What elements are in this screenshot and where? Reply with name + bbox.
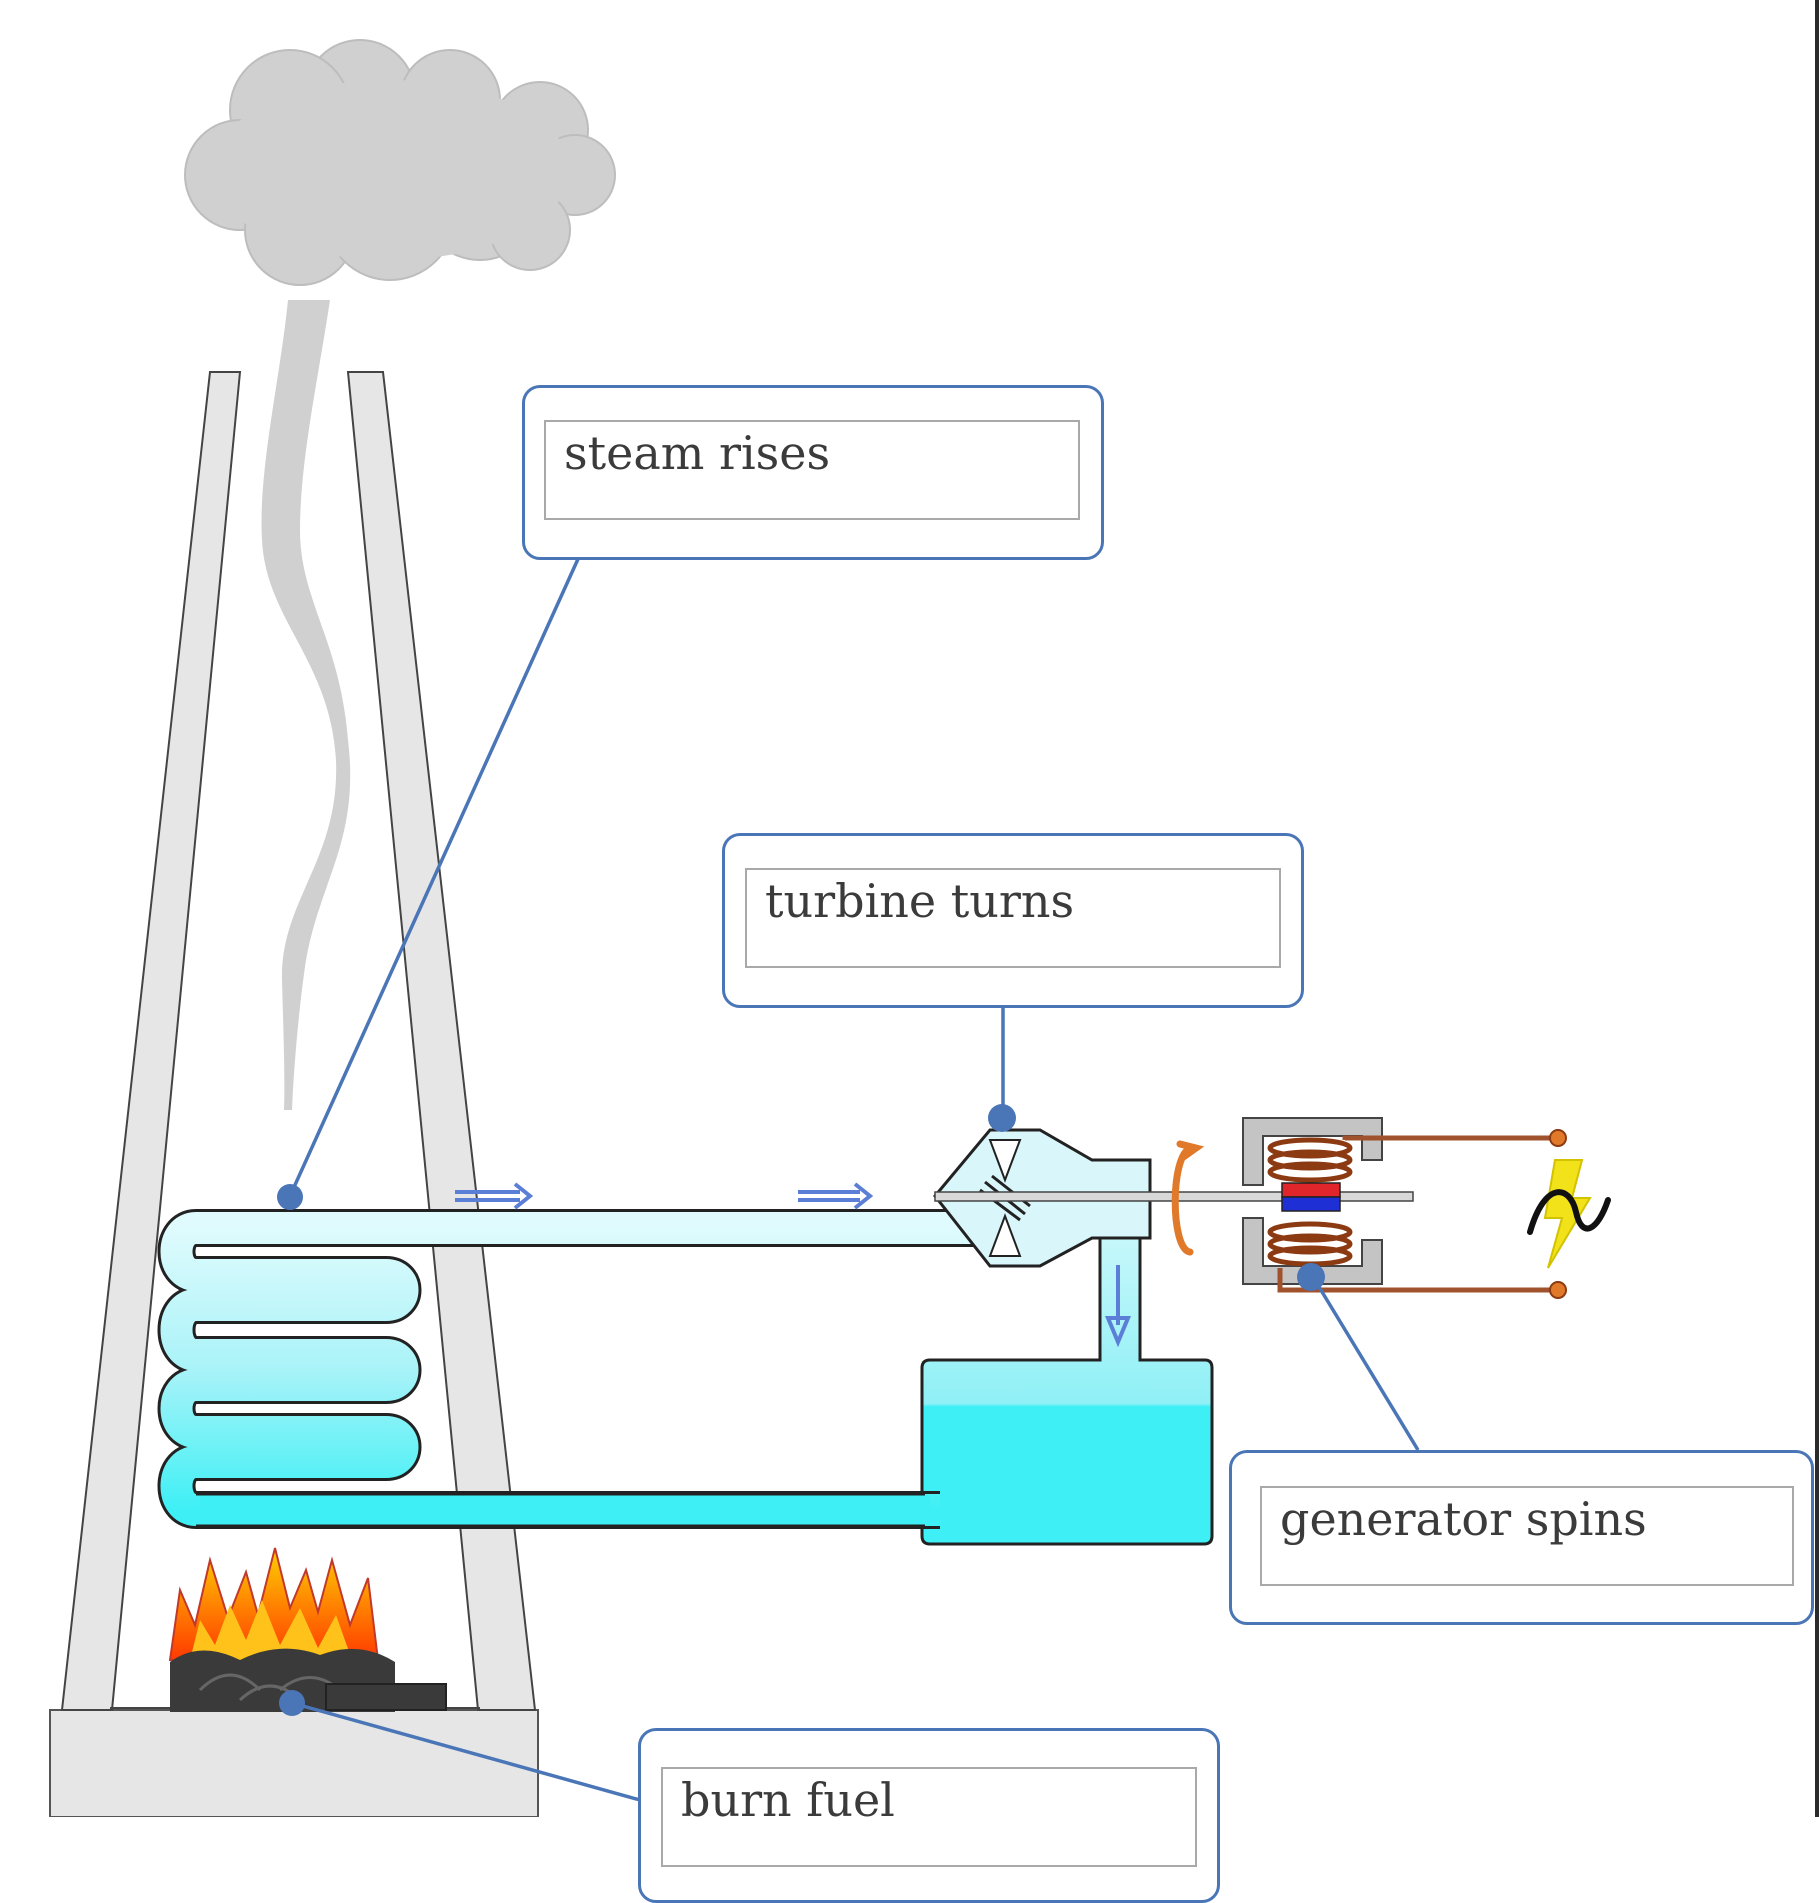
smoke-plume xyxy=(261,300,351,1110)
fuel-label-field[interactable]: burn fuel xyxy=(661,1767,1197,1867)
lightning-bolt-icon xyxy=(1543,1159,1592,1269)
output-wires xyxy=(1277,1135,1555,1293)
turbine-label-card: turbine turns xyxy=(722,833,1304,1008)
steam-leader-line xyxy=(288,558,580,1197)
power-station-diagram: steam rises turbine turns generator spin… xyxy=(49,0,1819,1903)
diagram-canvas xyxy=(49,39,1611,1817)
page-border xyxy=(1815,0,1819,1817)
ac-wave-icon xyxy=(1527,1189,1611,1235)
generator-label-card: generator spins xyxy=(1229,1450,1814,1625)
generator-label-field[interactable]: generator spins xyxy=(1260,1486,1794,1586)
condenser-tank xyxy=(920,1230,1214,1546)
chimney-right-wall xyxy=(346,371,537,1711)
steam-label-field[interactable]: steam rises xyxy=(544,420,1080,520)
smoke-cloud-icon xyxy=(184,39,616,286)
generator-leader-line xyxy=(1311,1276,1420,1451)
chimney-left-wall xyxy=(60,371,242,1711)
rotation-arrow-icon xyxy=(1171,1140,1205,1256)
turbine-leader-dot xyxy=(988,1104,1016,1132)
fuel-leader-dot xyxy=(279,1690,305,1716)
steam-leader-dot xyxy=(277,1184,303,1210)
flow-arrow-icon xyxy=(1105,1265,1131,1348)
steam-label-card: steam rises xyxy=(522,385,1104,560)
fire-icon xyxy=(168,1547,447,1712)
fuel-label-card: burn fuel xyxy=(638,1728,1220,1903)
turbine-label-field[interactable]: turbine turns xyxy=(745,868,1281,968)
fuel-leader-line xyxy=(291,1701,641,1802)
generator xyxy=(1242,1117,1383,1285)
generator-leader-dot xyxy=(1297,1263,1325,1291)
chimney-base xyxy=(49,1709,539,1817)
flow-arrow-icon xyxy=(455,1182,874,1210)
